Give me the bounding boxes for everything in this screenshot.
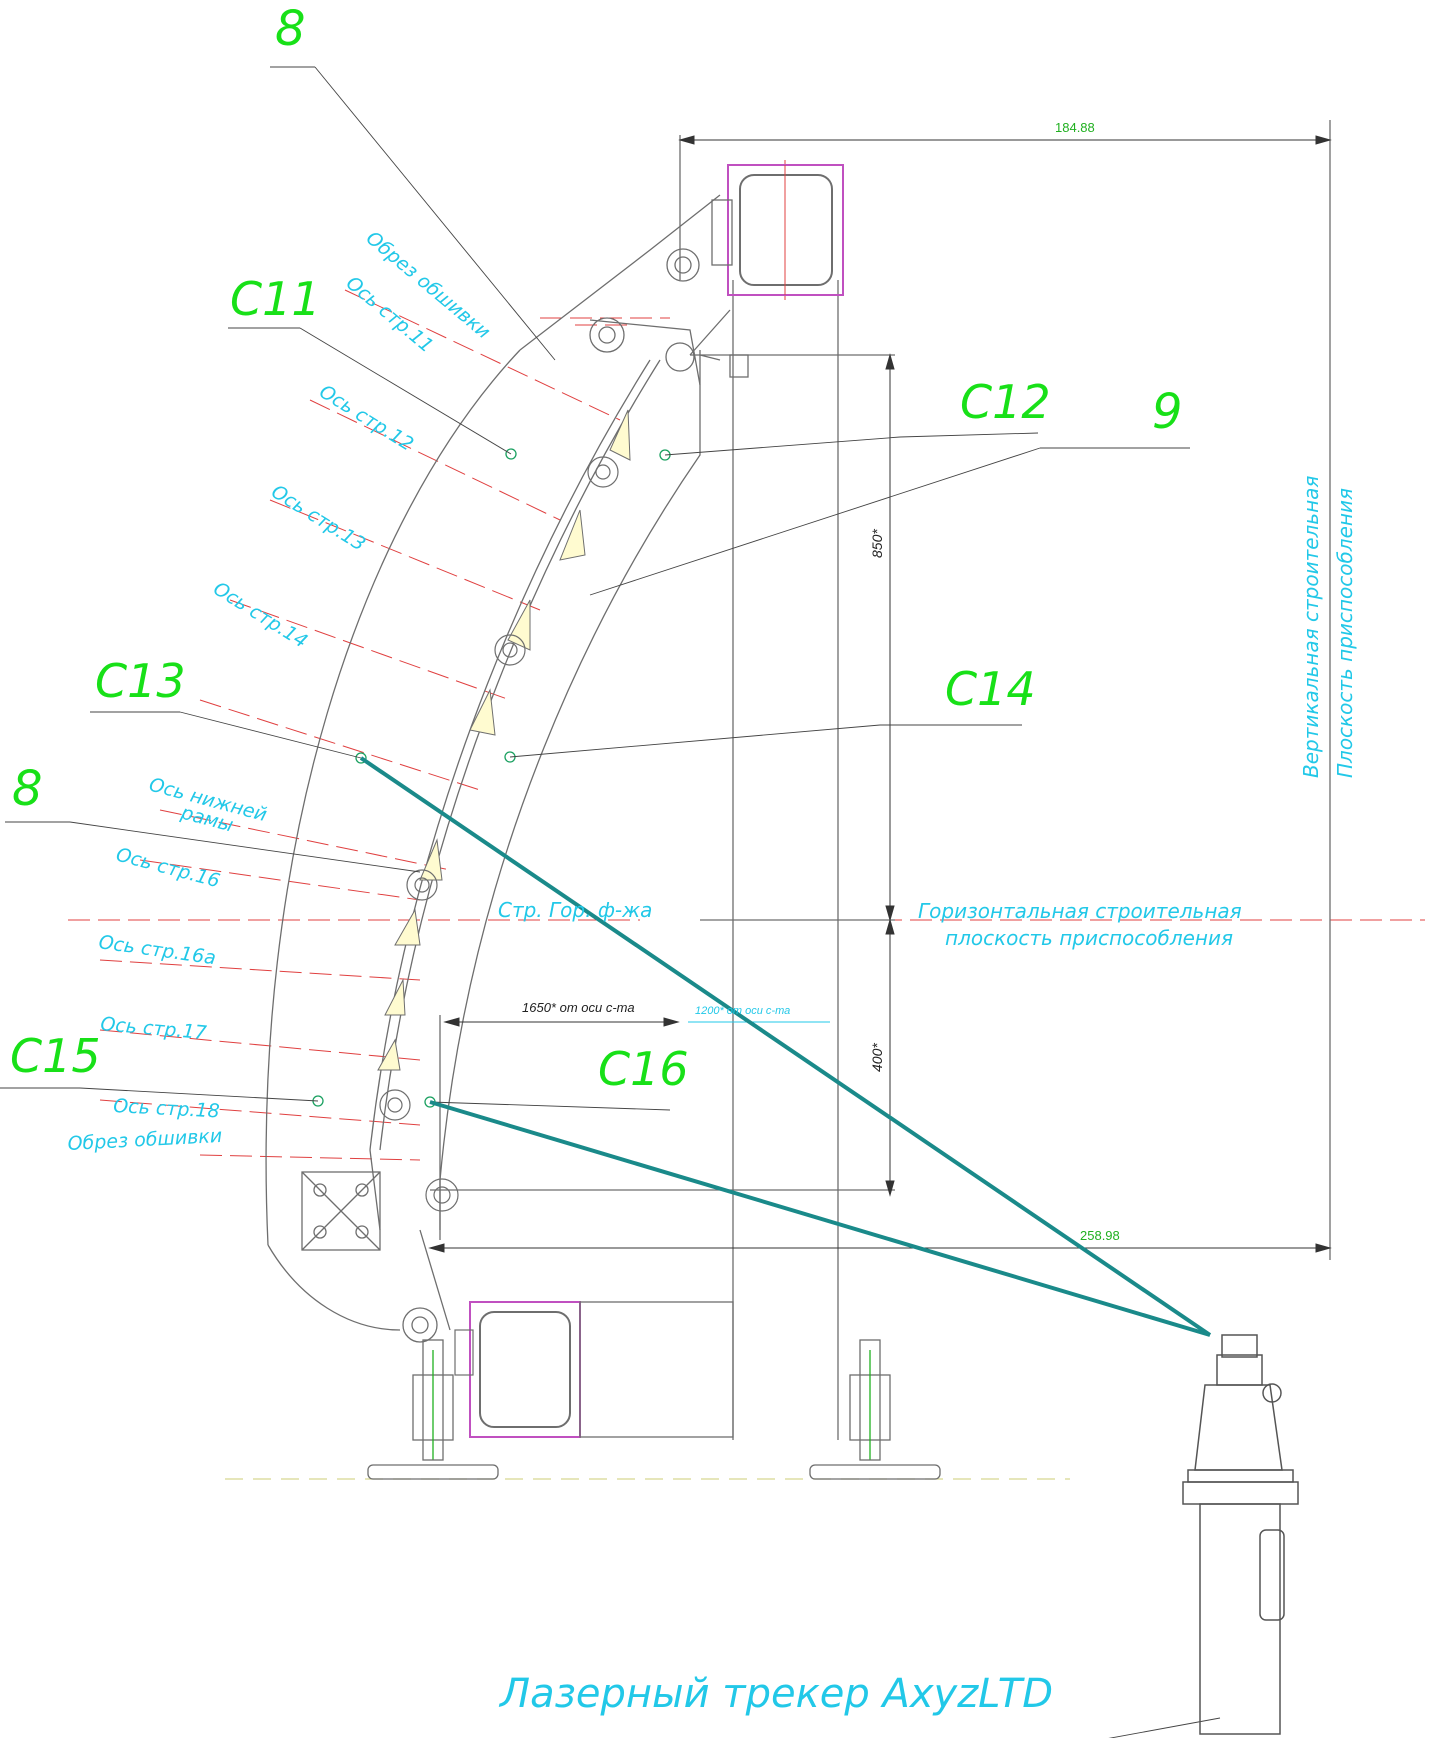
lower-beam xyxy=(454,1301,734,1438)
dim-bottom: 258.98 xyxy=(1080,1228,1120,1243)
label-str14: Ось стр.14 xyxy=(209,578,311,653)
leveling-feet xyxy=(367,1339,941,1480)
structure xyxy=(265,120,1331,1440)
laser-beams xyxy=(359,756,1212,1337)
dim-1200: 1200* от оси с-та xyxy=(695,1005,790,1017)
callout-c11: С11 xyxy=(230,272,321,326)
callout-c14: С14 xyxy=(945,662,1036,716)
callout-c12: С12 xyxy=(960,375,1051,429)
label-str17: Ось стр.17 xyxy=(100,1013,208,1044)
callout-c16: С16 xyxy=(598,1042,689,1096)
callout-8-left: 8 xyxy=(12,761,43,817)
plate-gussets xyxy=(377,409,631,1071)
label-str18: Ось стр.18 xyxy=(113,1095,220,1123)
label-str13: Ось стр.13 xyxy=(267,481,369,556)
label-obrez-bottom: Обрез обшивки xyxy=(67,1125,223,1155)
dim-1650: 1650* от оси с-та xyxy=(522,1000,635,1015)
label-obrez-top: Обрез обшивки xyxy=(362,227,495,343)
dim-lower-vertical: 400* xyxy=(869,1043,885,1072)
label-str16a: Ось стр.16а xyxy=(97,931,217,969)
label-vert-plane-2: Плоскость приспособления xyxy=(1333,488,1357,778)
callout-9: 9 xyxy=(1152,384,1183,440)
leader-lines xyxy=(0,66,1221,1738)
dimension-lines xyxy=(428,135,1332,1253)
label-str12: Ось стр.12 xyxy=(315,381,417,456)
dim-upper-vertical: 850* xyxy=(869,529,885,558)
label-horiz-plane-1: Горизонтальная строительная xyxy=(918,899,1242,923)
laser-tracker-icon xyxy=(1182,1334,1299,1735)
plate-holes xyxy=(379,456,619,1212)
top-hinge xyxy=(589,199,749,386)
lower-mount-plate xyxy=(301,1171,438,1343)
label-str16: Ось стр.16 xyxy=(114,844,223,893)
label-vert-plane-1: Вертикальная строительная xyxy=(1299,476,1323,778)
callout-c15: С15 xyxy=(10,1029,101,1083)
label-fuselage: Стр. Гор. ф-жа xyxy=(498,898,652,922)
tracker-label: Лазерный трекер AxyzLTD xyxy=(498,1671,1053,1717)
dim-top: 184.88 xyxy=(1055,120,1095,135)
callout-c13: С13 xyxy=(95,654,186,708)
label-horiz-plane-2: плоскость приспособления xyxy=(945,926,1233,950)
top-section-profile xyxy=(727,164,844,296)
callout-8-top: 8 xyxy=(275,1,306,57)
